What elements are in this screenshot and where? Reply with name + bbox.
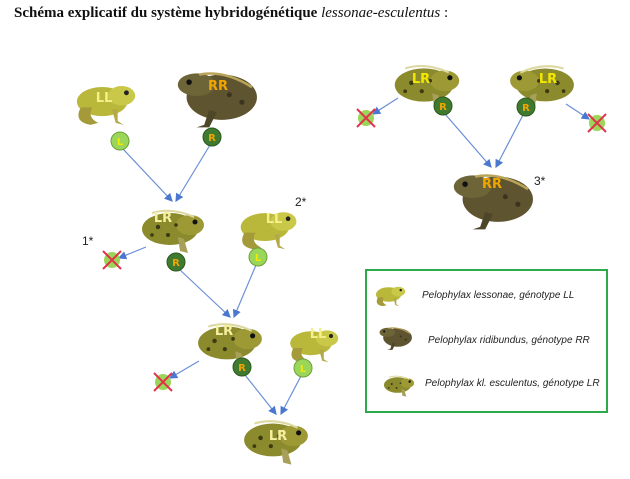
genotype-label: LL: [310, 327, 327, 342]
arrow: [280, 375, 302, 416]
genotype-label: LR: [539, 72, 557, 87]
gamete-L: L: [110, 131, 130, 151]
arrow: [232, 264, 257, 319]
note-3: 3*: [534, 174, 546, 188]
genotype-label: LL: [96, 91, 113, 106]
arrow: [168, 360, 200, 379]
arrow: [371, 97, 399, 115]
gamete-label: R: [439, 102, 447, 113]
note-1: 1*: [82, 234, 94, 248]
arrow: [117, 246, 147, 260]
legend-item: Pelophylax ridibundus, génotype RR: [428, 335, 590, 346]
frog-rr-parent: RR: [176, 72, 259, 129]
genotype-label: LL: [266, 212, 283, 227]
legend: Pelophylax lessonae, génotype LL Pelophy…: [365, 269, 608, 413]
frog-ll-3: LL: [290, 327, 339, 363]
gamete-label: L: [117, 137, 124, 148]
genotype-label: RR: [482, 177, 502, 192]
gamete-L: L: [293, 358, 313, 378]
arrow: [122, 148, 173, 202]
title-bold: Schéma explicatif du système hybridogéné…: [14, 5, 318, 21]
gamete-L: L: [248, 247, 268, 267]
frog-ll-parent: LL: [76, 85, 136, 125]
frog-ll-2: LL: [240, 212, 297, 250]
frog-lr-right-b: LR: [509, 65, 575, 111]
gamete-R: R: [166, 252, 186, 272]
eliminated-gamete-cross-icon: [102, 250, 122, 270]
genotype-label: LR: [215, 324, 233, 339]
gamete-label: R: [208, 133, 216, 144]
arrow: [565, 103, 591, 120]
eliminated-gamete-cross-icon: [153, 372, 173, 392]
gamete-label: R: [522, 103, 530, 114]
genotype-label: LR: [154, 211, 172, 226]
genotype-label: RR: [208, 79, 228, 94]
genotype-label: LR: [412, 72, 430, 87]
arrow: [175, 144, 211, 203]
frog-lr-hybrid-1: LR: [140, 209, 206, 255]
gamete-label: L: [255, 253, 262, 264]
arrow: [178, 268, 231, 318]
title-italic: lessonae-esculentus: [321, 5, 441, 21]
page-title: Schéma explicatif du système hybridogéné…: [14, 5, 448, 22]
frog-lr-right-a: LR: [393, 64, 461, 111]
legend-item: Pelophylax lessonae, génotype LL: [422, 290, 574, 301]
arrow: [495, 114, 524, 169]
frog-rr-offspring: RR: [452, 174, 535, 231]
gamete-label: R: [238, 363, 246, 374]
genotype-label: LR: [269, 429, 287, 444]
gamete-R: R: [202, 127, 222, 147]
arrows: [117, 97, 591, 416]
note-2: 2*: [295, 195, 307, 209]
eliminated-gamete-cross-icon: [587, 113, 607, 133]
gamete-label: L: [300, 364, 307, 375]
frog-lr-hybrid-2: LR: [197, 323, 263, 369]
title-suffix: :: [440, 5, 449, 21]
gamete-label: R: [172, 258, 180, 269]
gamete-R: R: [516, 97, 536, 117]
gamete-R: R: [232, 357, 252, 377]
arrow: [444, 113, 492, 168]
arrow: [244, 374, 277, 415]
gamete-R: R: [433, 96, 453, 116]
eliminated-gamete-cross-icon: [356, 108, 376, 128]
legend-item: Pelophylax kl. esculentus, génotype LR: [425, 378, 600, 389]
frog-lr-hybrid-3: LR: [243, 420, 309, 466]
